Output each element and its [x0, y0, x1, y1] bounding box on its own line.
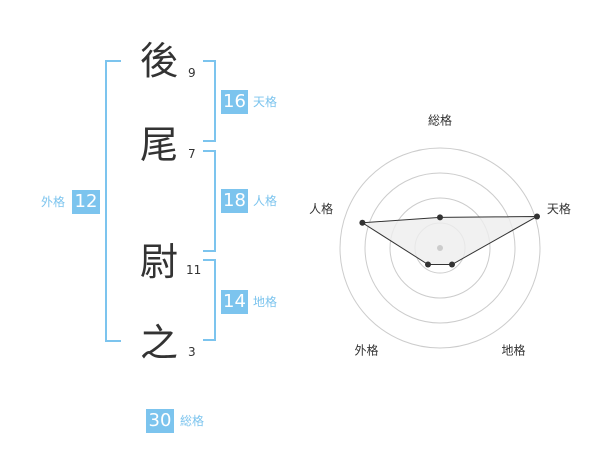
radar-ring — [364, 172, 516, 324]
radar-point-4 — [425, 261, 432, 268]
gaikaku-bracket — [105, 60, 121, 342]
name-char-1: 後 — [140, 39, 179, 83]
chikaku-value: 14 — [221, 290, 248, 314]
radar-center-point — [437, 245, 443, 251]
stroke-count-2: 7 — [188, 147, 196, 161]
soukaku-value: 30 — [146, 409, 174, 433]
gaikaku-label: 外格 — [41, 195, 66, 209]
stroke-count-3: 11 — [186, 263, 202, 277]
radar-point-2 — [534, 213, 541, 220]
radar-point-1 — [437, 214, 443, 221]
soukaku-label: 総格 — [180, 414, 205, 428]
radar-ring — [339, 147, 541, 349]
chikaku-label: 地格 — [253, 295, 278, 309]
tenkaku-label: 天格 — [253, 95, 278, 109]
radar-axis-label-5: 人格 — [309, 201, 333, 216]
jinkaku-value: 18 — [221, 189, 248, 213]
radar-point-5 — [359, 219, 366, 226]
name-char-2: 尾 — [140, 123, 179, 167]
chikaku-bracket — [203, 259, 216, 341]
name-char-4: 之 — [140, 321, 179, 365]
jinkaku-label: 人格 — [253, 194, 278, 208]
radar-axis-label-2: 天格 — [547, 201, 571, 216]
tenkaku-value: 16 — [221, 90, 248, 114]
radar-area — [360, 215, 538, 266]
radar-point-3 — [448, 261, 455, 268]
stroke-count-4: 3 — [188, 345, 196, 359]
gaikaku-value: 12 — [72, 190, 100, 214]
radar-axis-label-3: 地格 — [501, 343, 525, 358]
jinkaku-bracket — [203, 150, 216, 252]
radar-axis-label-4: 外格 — [355, 343, 379, 358]
stroke-count-1: 9 — [188, 66, 196, 80]
radar-ring — [389, 197, 491, 299]
tenkaku-bracket — [203, 60, 216, 142]
name-char-3: 尉 — [140, 240, 179, 284]
radar-axis-label-1: 総格 — [428, 113, 452, 128]
